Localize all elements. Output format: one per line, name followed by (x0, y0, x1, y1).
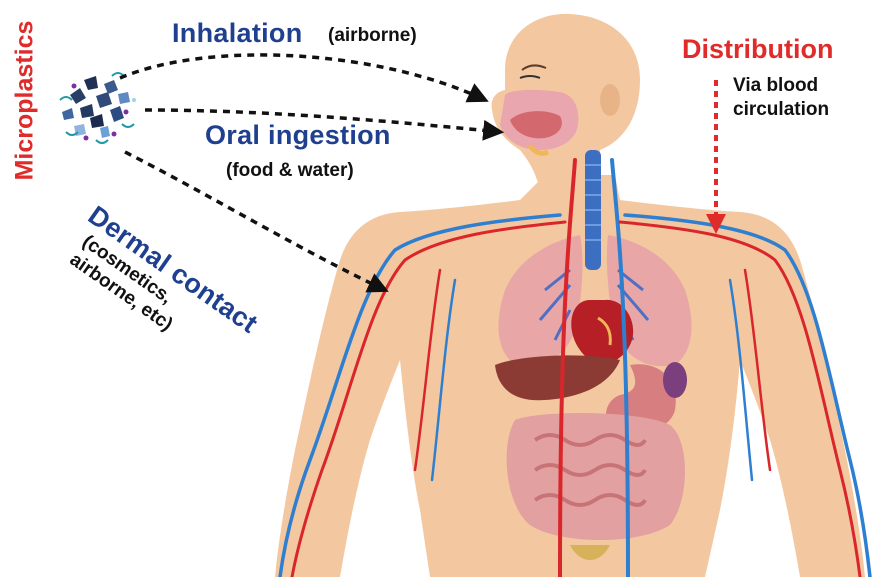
distribution-title: Distribution (682, 34, 833, 65)
trachea-icon (585, 150, 601, 270)
microplastic-cluster-icon (60, 73, 136, 143)
oral-ingestion-title: Oral ingestion (205, 120, 391, 151)
inhalation-title: Inhalation (172, 18, 303, 49)
inhalation-detail: (airborne) (328, 25, 417, 47)
microplastics-label: Microplastics (11, 6, 40, 196)
inhalation-arrow (120, 55, 485, 100)
distribution-detail: Via blood circulation (733, 74, 868, 122)
oral-ingestion-detail: (food & water) (226, 160, 354, 182)
